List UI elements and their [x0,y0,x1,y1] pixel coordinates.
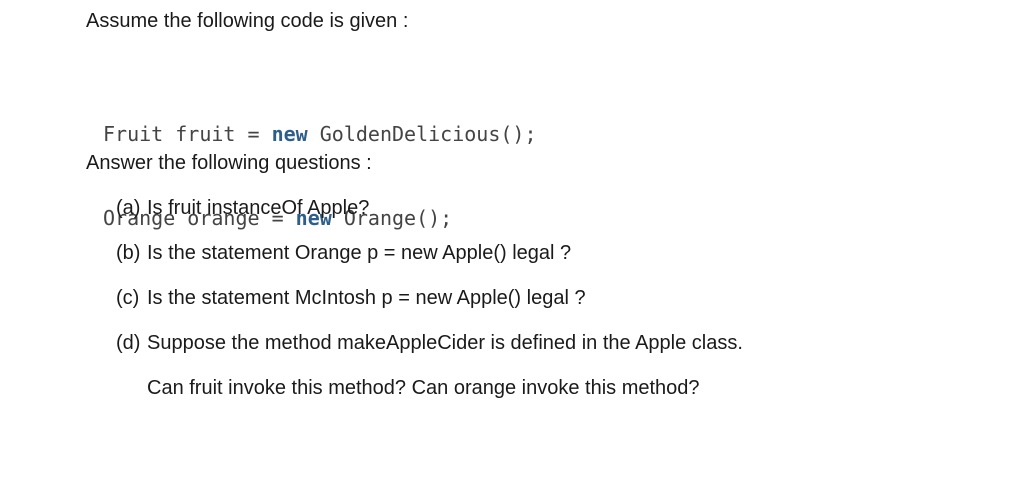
question-text: Is the statement McIntosh p = new Apple(… [147,287,586,309]
question-text: Is the statement Orange p = new Apple() … [147,242,572,264]
question-b: (b) Is the statement Orange p = new Appl… [116,241,571,265]
code-text: Orange orange = [103,206,296,230]
code-text: GoldenDelicious(); [307,122,537,146]
question-text: Is fruit instanceOf Apple? [147,197,370,219]
code-block: Fruit fruit = new GoldenDelicious(); Ora… [103,64,536,260]
code-keyword: new [271,122,308,146]
code-text: Fruit fruit = [103,122,272,146]
question-label: (c) [116,287,140,309]
intro-text: Assume the following code is given : [86,10,409,32]
question-d: (d) Suppose the method makeAppleCider is… [116,331,743,355]
question-label: (a) [116,197,141,219]
questions-heading: Answer the following questions : [86,152,372,174]
code-text: Orange(); [331,206,453,230]
code-line-fruit: Fruit fruit = new GoldenDelicious(); [103,120,536,148]
code-line-orange: Orange orange = new Orange(); [103,204,536,232]
question-label: (d) [116,332,141,354]
question-c: (c) Is the statement McIntosh p = new Ap… [116,286,586,310]
question-label: (b) [116,242,141,264]
code-keyword: new [295,206,332,230]
question-text: Suppose the method makeAppleCider is def… [147,332,743,354]
question-a: (a) Is fruit instanceOf Apple? [116,196,369,220]
question-d-continuation: Can fruit invoke this method? Can orange… [147,377,700,399]
